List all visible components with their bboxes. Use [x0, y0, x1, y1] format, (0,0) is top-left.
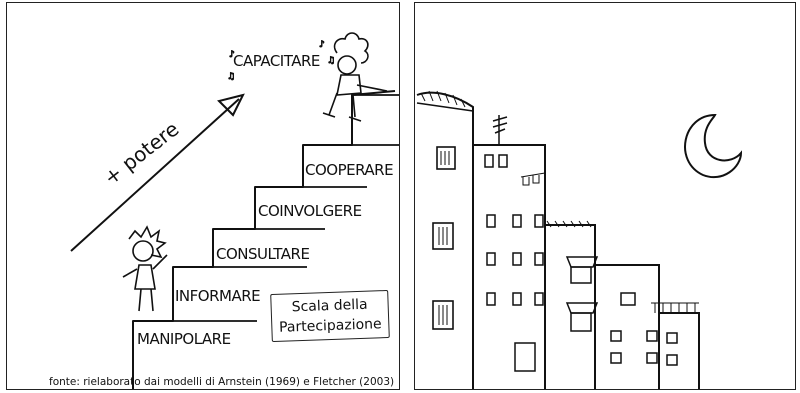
- antenna-icon: [492, 115, 508, 145]
- stick-figure-top: [322, 32, 388, 122]
- svg-text:♫: ♫: [227, 72, 235, 82]
- city-panel: [414, 2, 796, 390]
- step-coinvolgere: COINVOLGERE: [258, 202, 362, 220]
- scala-title-box: Scala della Partecipazione: [270, 289, 390, 343]
- power-arrow-icon: [70, 93, 245, 252]
- stick-figure-bottom: [122, 225, 168, 312]
- step-capacitare: CAPACITARE: [233, 52, 320, 70]
- step-cooperare: COOPERARE: [305, 161, 394, 179]
- music-notes-icon: ♪ ♫ ♪ ♫: [227, 40, 336, 83]
- staircase-drawing: ♪ ♫ ♪ ♫: [70, 32, 399, 389]
- step-consultare: CONSULTARE: [216, 245, 310, 263]
- source-caption: fonte: rielaborato dai modelli di Arnste…: [49, 376, 395, 388]
- svg-text:♫: ♫: [327, 56, 335, 66]
- svg-text:♪: ♪: [319, 40, 325, 50]
- moon-icon: [684, 113, 743, 178]
- step-informare: INFORMARE: [175, 287, 261, 305]
- svg-text:♪: ♪: [229, 50, 235, 60]
- buildings-drawing: [416, 90, 743, 389]
- scala-title-line2: Partecipazione: [278, 316, 382, 336]
- step-manipolare: MANIPOLARE: [137, 330, 231, 348]
- ladder-panel: ♪ ♫ ♪ ♫ MANIPOLARE INFORMARE CONSULTARE …: [6, 2, 400, 390]
